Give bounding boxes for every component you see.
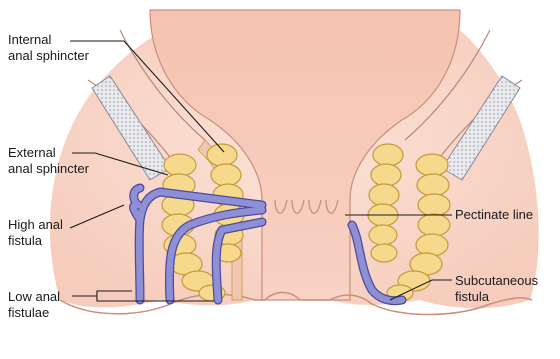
label-internal-anal-sphincter: Internal anal sphincter [8,32,89,64]
label-high-anal-fistula: High anal fistula [8,217,63,249]
label-low-anal-fistulae: Low anal fistulae [8,289,60,321]
label-external-anal-sphincter: External anal sphincter [8,145,89,177]
label-pectinate-line: Pectinate line [455,207,533,223]
label-subcutaneous-fistula: Subcutaneous fistula [455,273,538,305]
